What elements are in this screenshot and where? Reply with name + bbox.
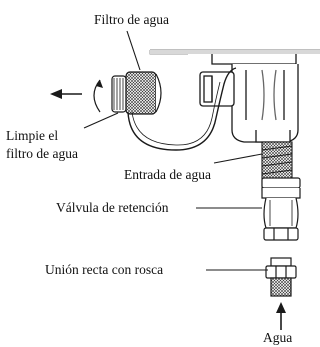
check-valve — [261, 177, 301, 241]
leader-lines — [83, 30, 268, 271]
remove-arrows — [50, 79, 103, 113]
water-filter — [111, 67, 237, 151]
appliance-panel — [149, 49, 320, 55]
straight-union-label: Unión recta con rosca — [45, 262, 164, 277]
check-valve-label: Válvula de retención — [56, 200, 169, 215]
inlet-valve-body — [199, 54, 299, 143]
water-filter-label: Filtro de agua — [94, 12, 169, 27]
clean-filter-label-line2: filtro de agua — [6, 146, 78, 161]
water-label: Agua — [263, 330, 293, 345]
straight-union — [265, 257, 297, 297]
water-flow-arrow — [276, 302, 286, 330]
clean-filter-label-line1: Limpie el — [6, 128, 59, 143]
water-inlet-label: Entrada de agua — [124, 167, 211, 182]
